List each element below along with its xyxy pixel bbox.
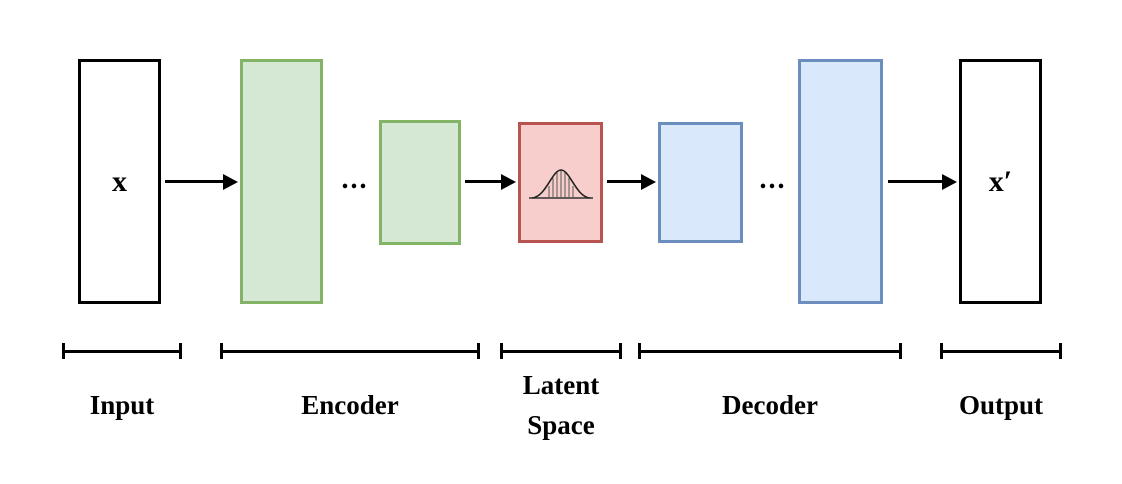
encoder-layer-small: [379, 120, 461, 245]
input-section-label: Input: [89, 390, 155, 420]
latent-space-box: [518, 122, 603, 243]
encoder-ellipsis: ...: [341, 164, 369, 195]
gaussian-curve-icon: [528, 168, 593, 199]
output-section-label: Output: [958, 390, 1044, 420]
arrow-latent-to-decoder-icon: [607, 180, 641, 183]
input-label: x: [112, 164, 127, 198]
input-bracket: [62, 343, 182, 359]
decoder-ellipsis: ...: [759, 164, 787, 195]
decoder-bracket: [638, 343, 902, 359]
output-label: x′: [988, 164, 1013, 198]
output-box: x′: [959, 59, 1042, 304]
decoder-section-label: Decoder: [722, 390, 818, 420]
arrow-input-to-encoder-icon: [165, 180, 223, 183]
latent-bracket: [500, 343, 622, 359]
input-box: x: [78, 59, 161, 304]
output-bracket: [940, 343, 1062, 359]
arrow-encoder-to-latent-icon: [465, 180, 501, 183]
decoder-layer-small: [658, 122, 743, 243]
arrow-decoder-to-output-icon: [888, 180, 942, 183]
decoder-layer-large: [798, 59, 883, 304]
latent-section-label: Latent Space: [522, 370, 600, 440]
encoder-layer-large: [240, 59, 323, 304]
encoder-bracket: [220, 343, 480, 359]
encoder-section-label: Encoder: [301, 390, 399, 420]
